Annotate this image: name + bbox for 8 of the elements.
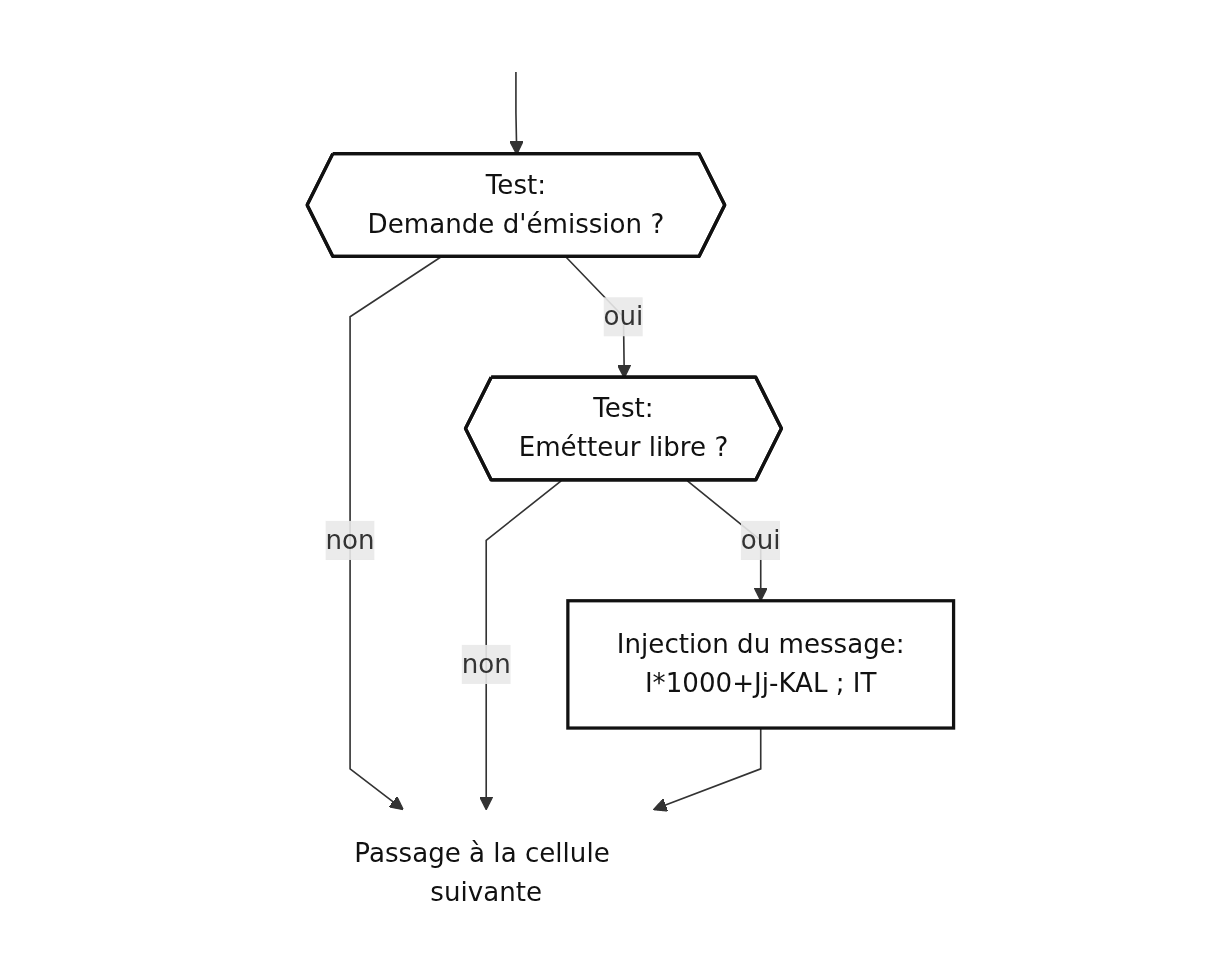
arrow — [349, 255, 442, 810]
node-box: Injection du message: I*1000+Jj-KAL ; IT — [566, 598, 956, 730]
edge-label: oui — [741, 523, 781, 555]
arrow — [479, 479, 563, 810]
edge-label: non — [325, 523, 375, 555]
edge-label: non — [461, 647, 511, 679]
node-text: Passage à la cellule suivante — [354, 836, 610, 908]
edge-label: oui — [603, 299, 644, 331]
